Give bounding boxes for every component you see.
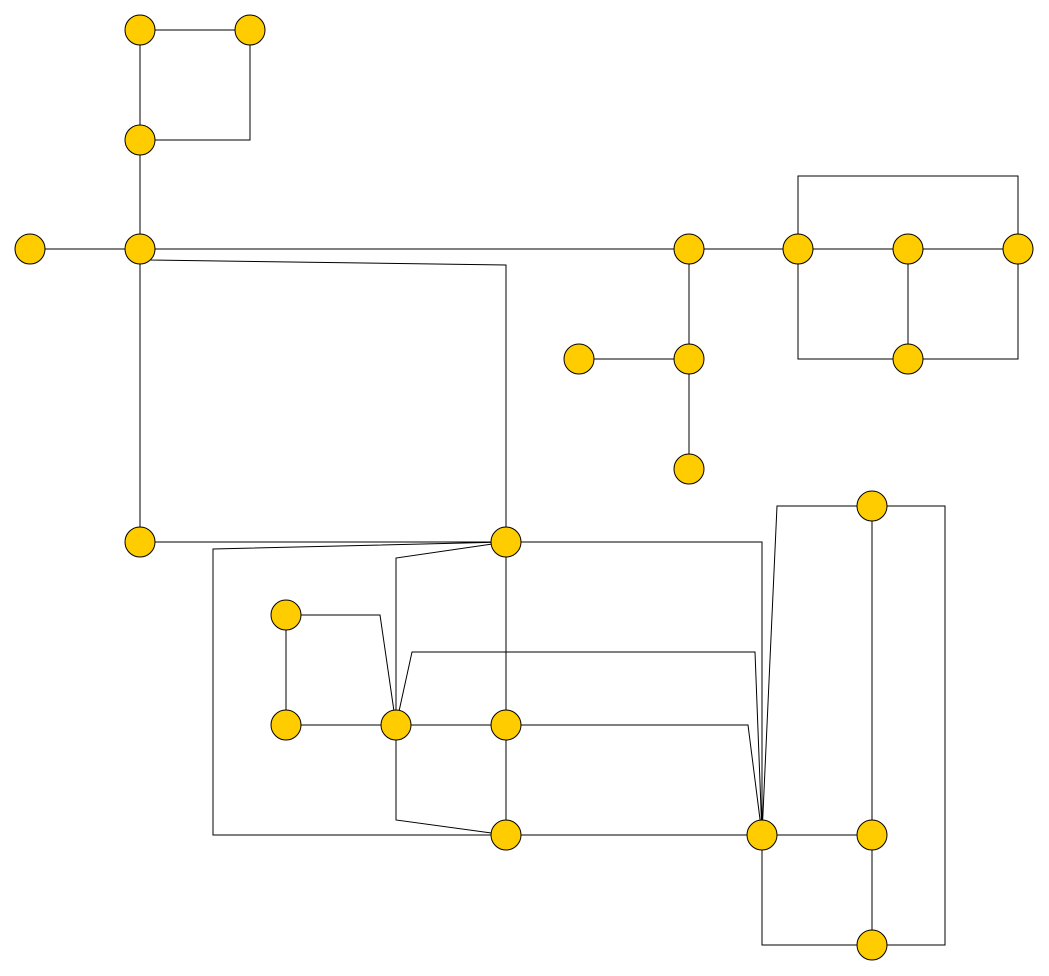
node-n5 bbox=[124, 233, 156, 265]
edge-38 bbox=[872, 505, 946, 946]
node-n26 bbox=[746, 819, 778, 851]
node-n25 bbox=[856, 929, 888, 961]
edge-30 bbox=[395, 651, 763, 836]
node-n6 bbox=[673, 233, 705, 265]
node-n2 bbox=[234, 14, 266, 46]
node-n27 bbox=[856, 819, 888, 851]
edge-20 bbox=[212, 541, 507, 836]
edge-13 bbox=[797, 249, 908, 360]
node-n3 bbox=[124, 124, 156, 156]
node-n22 bbox=[490, 709, 522, 741]
edge-8 bbox=[139, 248, 507, 542]
node-n21 bbox=[380, 709, 412, 741]
node-n10 bbox=[892, 343, 924, 375]
edge-21 bbox=[506, 541, 763, 835]
node-n1 bbox=[124, 14, 156, 46]
node-n20 bbox=[270, 709, 302, 741]
node-n13 bbox=[673, 453, 705, 485]
edge-32 bbox=[506, 724, 763, 836]
node-n23 bbox=[490, 819, 522, 851]
node-n8 bbox=[892, 233, 924, 265]
node-n12 bbox=[563, 343, 595, 375]
node-n17 bbox=[490, 526, 522, 558]
node-n7 bbox=[782, 233, 814, 265]
edge-26 bbox=[286, 614, 397, 726]
edge-3 bbox=[140, 30, 251, 141]
edge-28 bbox=[395, 725, 507, 836]
nodes-layer bbox=[14, 14, 1034, 961]
edge-35 bbox=[761, 505, 872, 836]
node-n19 bbox=[270, 599, 302, 631]
node-n11 bbox=[673, 343, 705, 375]
edge-22 bbox=[395, 541, 507, 725]
node-n4 bbox=[14, 233, 46, 265]
edge-16 bbox=[908, 249, 1019, 360]
edge-36 bbox=[761, 835, 872, 946]
node-n9 bbox=[1002, 233, 1034, 265]
edges-layer bbox=[30, 29, 1019, 946]
node-n16 bbox=[124, 526, 156, 558]
edge-12 bbox=[797, 175, 1019, 249]
node-n24 bbox=[856, 490, 888, 522]
